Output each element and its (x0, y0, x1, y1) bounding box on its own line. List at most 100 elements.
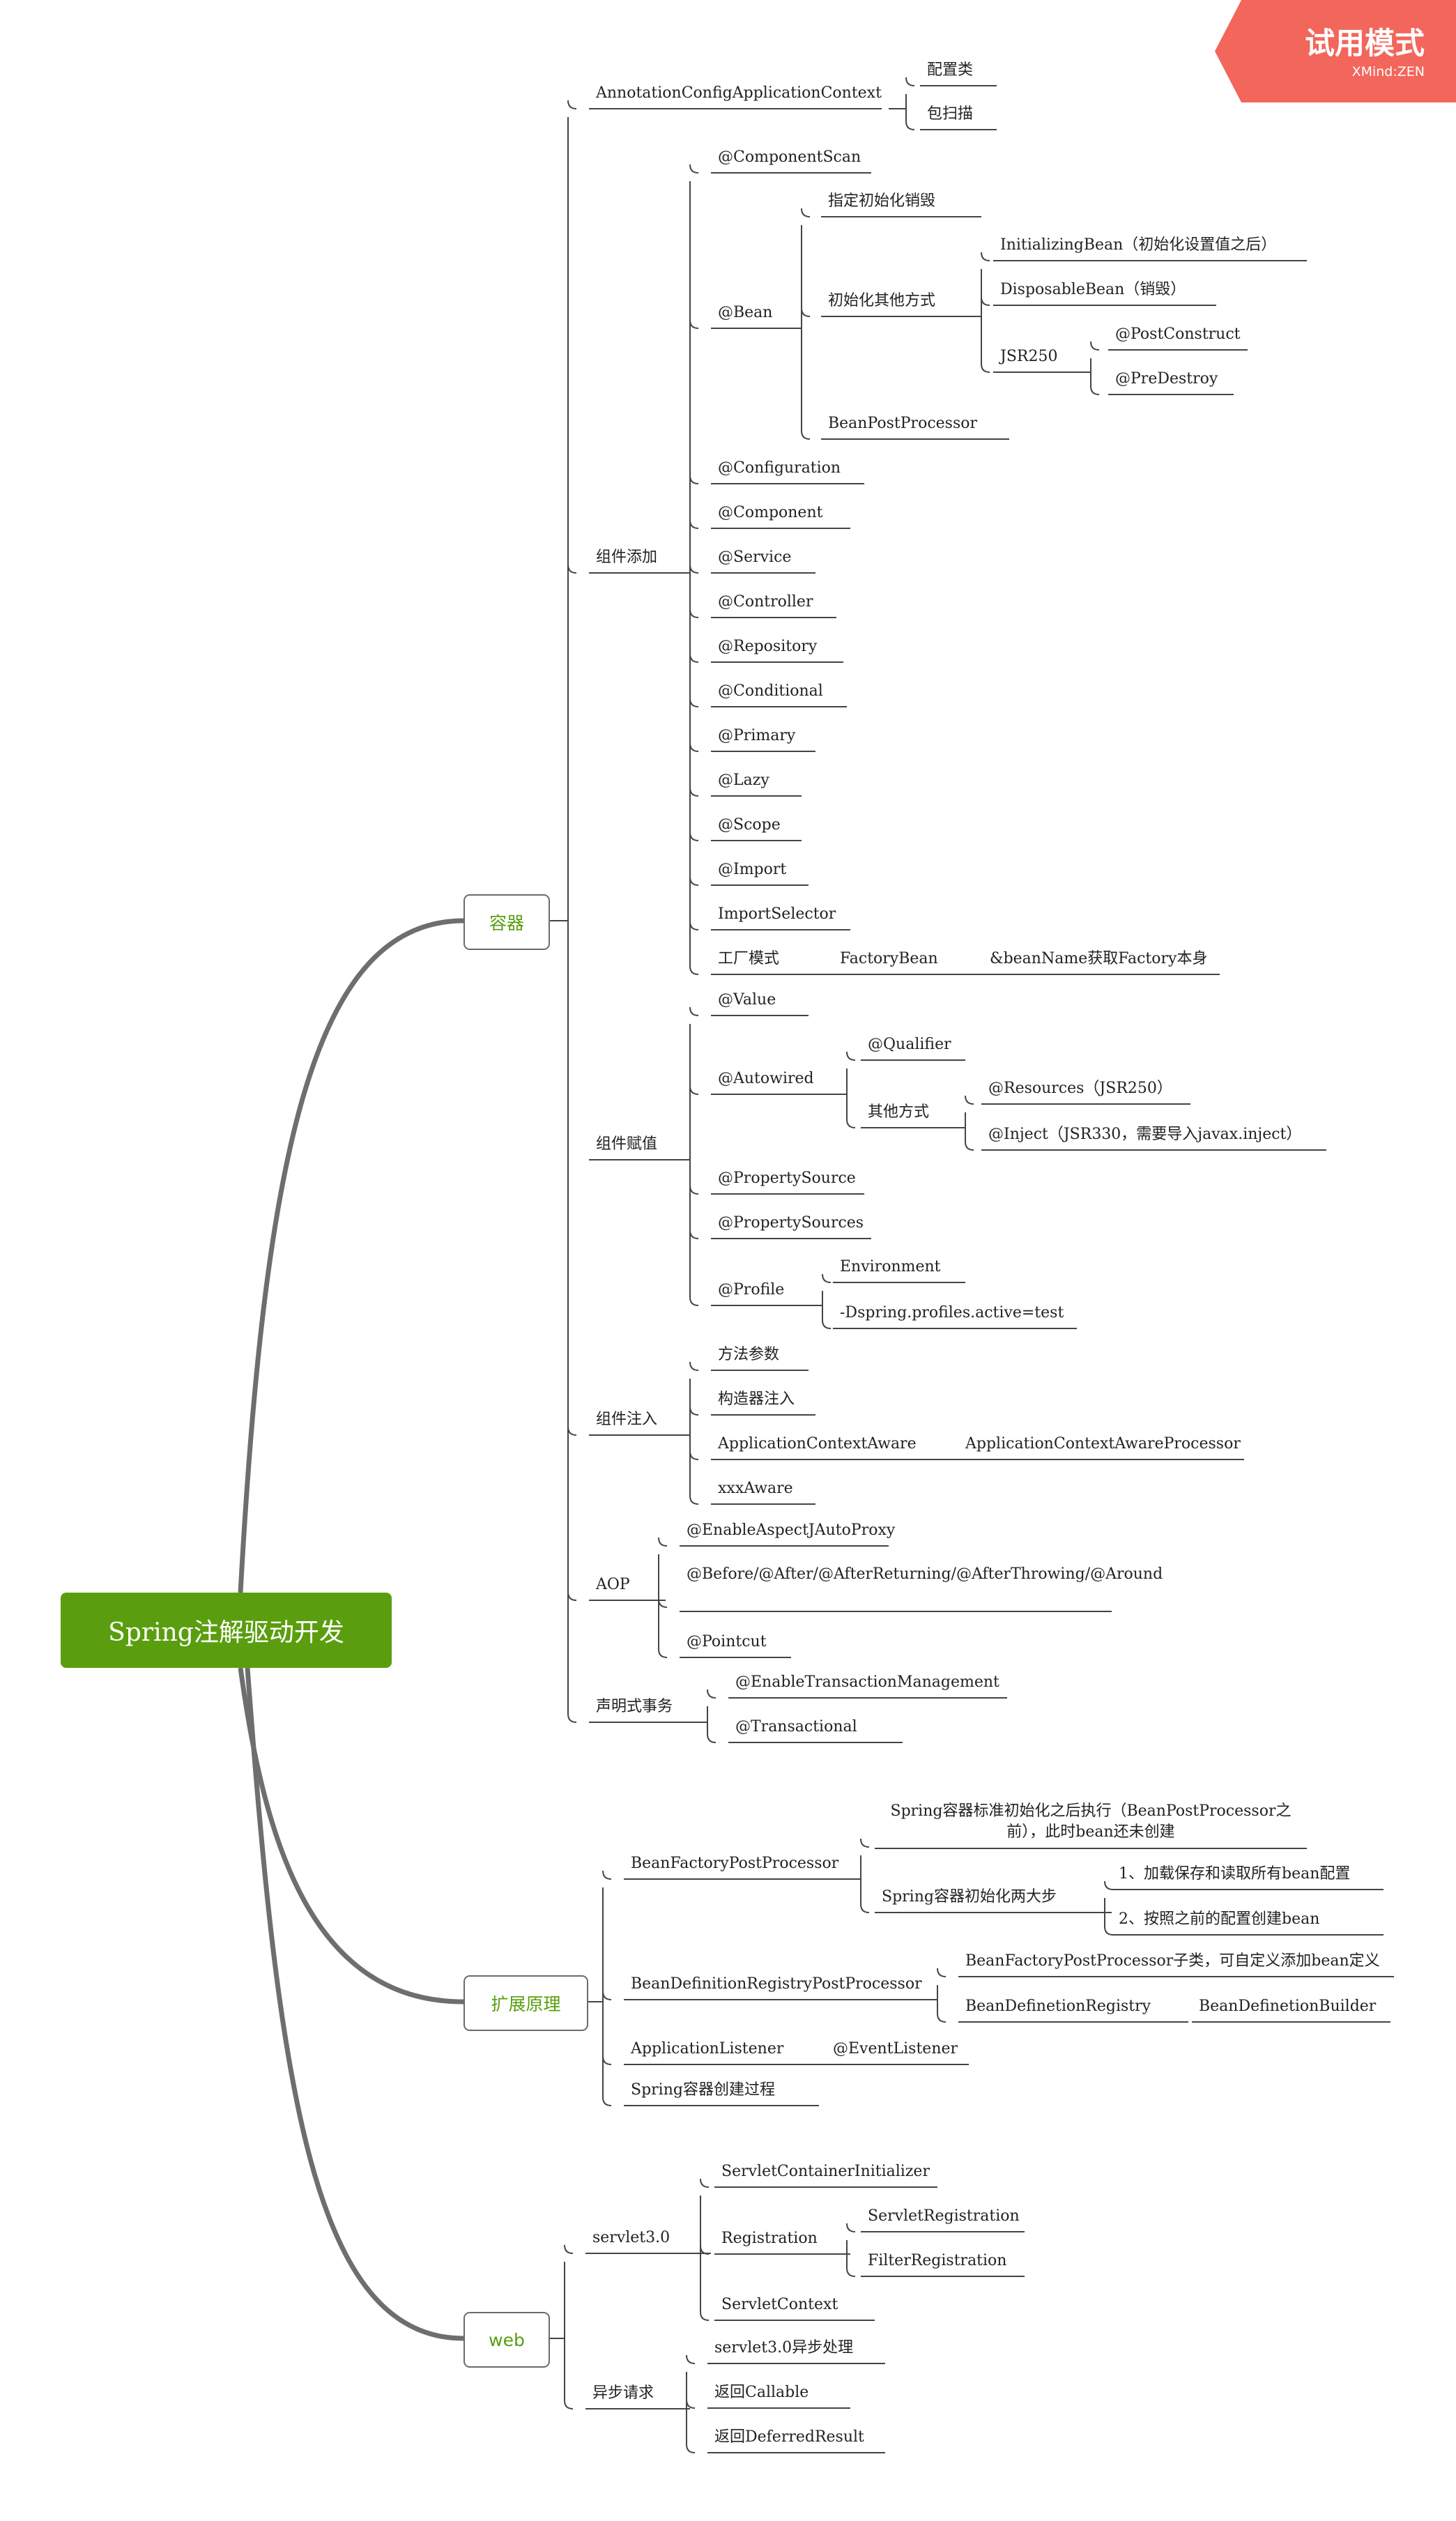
topic-before-after[interactable]: @Before/@After/@AfterReturning/@AfterThr… (687, 1565, 1163, 1583)
bracket-web (564, 2400, 574, 2409)
topic-conditional[interactable]: @Conditional (718, 682, 823, 700)
topic-value[interactable]: @Value (718, 991, 776, 1009)
bracket-acac (905, 77, 915, 86)
topic-declarative-tx[interactable]: 声明式事务 (596, 1698, 673, 1715)
topic-import[interactable]: @Import (718, 861, 787, 878)
topic-event-listener[interactable]: @EventListener (833, 2040, 958, 2058)
topic-aca[interactable]: ApplicationContextAware (718, 1435, 917, 1453)
topic-disposable-bean[interactable]: DisposableBean（销毁） (1000, 281, 1186, 298)
topic-controller[interactable]: @Controller (718, 593, 813, 611)
topic-component-add[interactable]: 组件添加 (596, 549, 658, 566)
topic-component-assign[interactable]: 组件赋值 (596, 1135, 658, 1153)
topic-primary[interactable]: @Primary (718, 727, 796, 744)
topic-constructor-inject[interactable]: 构造器注入 (718, 1390, 795, 1408)
topic-sci[interactable]: ServletContainerInitializer (721, 2163, 930, 2180)
topic-app-listener[interactable]: ApplicationListener (631, 2040, 784, 2058)
topic-autowired[interactable]: @Autowired (718, 1070, 814, 1087)
topic-init-destroy[interactable]: 指定初始化销毁 (828, 192, 936, 210)
bracket-other-ways (965, 1095, 974, 1105)
bracket-component-add (689, 608, 699, 618)
topic-create-process[interactable]: Spring容器创建过程 (631, 2081, 775, 2099)
topic-bdb[interactable]: BeanDefinetionBuilder (1199, 1998, 1377, 2015)
topic-profile[interactable]: @Profile (718, 1281, 785, 1298)
trial-mode-label: 试用模式 (1305, 26, 1425, 61)
bracket-component-assign (689, 1085, 699, 1095)
topic-dspring[interactable]: -Dspring.profiles.active=test (840, 1304, 1064, 1321)
bracket-profile (822, 1273, 832, 1283)
topic-registration[interactable]: Registration (721, 2230, 818, 2247)
topic-async-request[interactable]: 异步请求 (592, 2384, 654, 2402)
topic-method-param[interactable]: 方法参数 (718, 1346, 780, 1363)
topic-acap[interactable]: ApplicationContextAwareProcessor (965, 1435, 1241, 1453)
bracket-component-inject (689, 1450, 699, 1460)
topic-acac[interactable]: AnnotationConfigApplicationContext (596, 84, 882, 102)
bracket-extension (602, 1991, 612, 2000)
bracket-autowired (846, 1051, 856, 1061)
topic-resources[interactable]: @Resources（JSR250） (988, 1080, 1172, 1097)
topic-component[interactable]: @Component (718, 504, 823, 521)
topic-qualifier[interactable]: @Qualifier (868, 1036, 951, 1053)
topic-servlet-context[interactable]: ServletContext (721, 2296, 838, 2313)
topic-bean-post-processor[interactable]: BeanPostProcessor (828, 415, 978, 432)
bracket-servlet3 (700, 2245, 710, 2255)
topic-init-other[interactable]: 初始化其他方式 (828, 292, 936, 309)
bracket-component-add (689, 876, 699, 886)
bracket-component-add (689, 564, 699, 574)
bracket-bean (801, 307, 811, 317)
topic-post-construct[interactable]: @PostConstruct (1115, 325, 1241, 343)
bracket-container (567, 100, 577, 109)
topic-servlet3[interactable]: servlet3.0 (592, 2229, 670, 2246)
topic-jsr250[interactable]: JSR250 (1000, 348, 1058, 365)
root-topic[interactable]: Spring注解驱动开发 (61, 1593, 392, 1668)
topic-bfpp-desc[interactable]: Spring容器标准初始化之后执行（BeanPostProcessor之前），此… (890, 1802, 1292, 1841)
branch-container[interactable]: 容器 (463, 894, 550, 950)
topic-servlet3-async[interactable]: servlet3.0异步处理 (714, 2339, 854, 2357)
topic-config-class[interactable]: 配置类 (927, 61, 974, 79)
topic-factory-bean[interactable]: FactoryBean (840, 950, 938, 967)
topic-other-ways[interactable]: 其他方式 (868, 1103, 930, 1121)
topic-transactional[interactable]: @Transactional (735, 1718, 857, 1735)
topic-aop[interactable]: AOP (596, 1576, 630, 1593)
topic-enable-aspectj[interactable]: @EnableAspectJAutoProxy (687, 1522, 896, 1539)
topic-service[interactable]: @Service (718, 549, 792, 566)
topic-bean[interactable]: @Bean (718, 304, 773, 321)
topic-inject[interactable]: @Inject（JSR330，需要导入javax.inject） (988, 1126, 1302, 1143)
topic-package-scan[interactable]: 包扫描 (927, 105, 974, 123)
topic-two-steps[interactable]: Spring容器初始化两大步 (882, 1888, 1057, 1906)
topic-xxx-aware[interactable]: xxxAware (718, 1480, 793, 1497)
topic-repository[interactable]: @Repository (718, 638, 818, 655)
topic-return-callable[interactable]: 返回Callable (714, 2384, 809, 2401)
topic-component-scan[interactable]: @ComponentScan (718, 148, 861, 166)
topic-bean-name[interactable]: &beanName获取Factory本身 (990, 950, 1208, 967)
branch-extension[interactable]: 扩展原理 (463, 1975, 588, 2031)
topic-property-source[interactable]: @PropertySource (718, 1170, 856, 1187)
topic-bdrpp[interactable]: BeanDefinitionRegistryPostProcessor (631, 1975, 922, 1993)
topic-bfpp[interactable]: BeanFactoryPostProcessor (631, 1855, 839, 1872)
topic-initializing-bean[interactable]: InitializingBean（初始化设置值之后） (1000, 236, 1277, 254)
topic-enable-tx[interactable]: @EnableTransactionManagement (735, 1673, 999, 1691)
topic-configuration[interactable]: @Configuration (718, 459, 841, 477)
branch-web[interactable]: web (463, 2312, 550, 2368)
topic-step2[interactable]: 2、按照之前的配置创建bean (1119, 1910, 1320, 1928)
topic-scope[interactable]: @Scope (718, 816, 781, 834)
topic-bfpp-sub[interactable]: BeanFactoryPostProcessor子类，可自定义添加bean定义 (965, 1952, 1380, 1970)
topic-lazy[interactable]: @Lazy (718, 772, 769, 789)
topic-pointcut[interactable]: @Pointcut (687, 1633, 767, 1650)
topic-pre-destroy[interactable]: @PreDestroy (1115, 370, 1218, 388)
topic-servlet-registration[interactable]: ServletRegistration (868, 2207, 1020, 2225)
topic-return-deferred[interactable]: 返回DeferredResult (714, 2428, 864, 2446)
bracket-component-assign (689, 1185, 699, 1195)
topic-environment[interactable]: Environment (840, 1258, 941, 1275)
topic-import-selector[interactable]: ImportSelector (718, 905, 836, 923)
topic-bdr[interactable]: BeanDefinetionRegistry (965, 1998, 1151, 2015)
topic-filter-registration[interactable]: FilterRegistration (868, 2252, 1007, 2269)
bracket-component-assign (689, 1006, 699, 1016)
bracket-component-add (689, 742, 699, 752)
bracket-component-add (689, 164, 699, 174)
topic-property-sources[interactable]: @PropertySources (718, 1214, 864, 1232)
bracket-bdrpp (937, 1968, 947, 1977)
topic-step1[interactable]: 1、加载保存和读取所有bean配置 (1119, 1865, 1351, 1883)
topic-component-inject[interactable]: 组件注入 (596, 1411, 658, 1428)
topic-factory-mode[interactable]: 工厂模式 (718, 950, 780, 967)
bracket-extension (602, 2055, 612, 2065)
